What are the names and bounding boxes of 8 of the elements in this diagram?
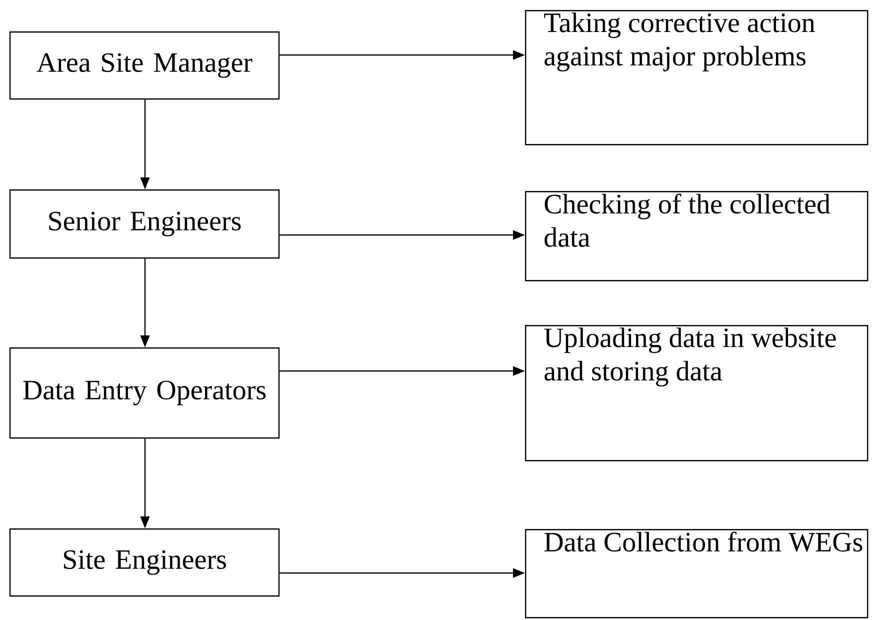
role-box: Data Entry Operators [9, 347, 280, 439]
role-box: Senior Engineers [9, 189, 280, 259]
task-box: Uploading data in website and storing data [525, 325, 868, 462]
task-box: Checking of the collected data [525, 191, 868, 282]
role-box: Area Site Manager [9, 31, 280, 100]
task-box: Data Collection from WEGs [525, 529, 868, 618]
role-box: Site Engineers [9, 528, 280, 597]
task-box: Taking corrective action against major problems [525, 10, 868, 146]
